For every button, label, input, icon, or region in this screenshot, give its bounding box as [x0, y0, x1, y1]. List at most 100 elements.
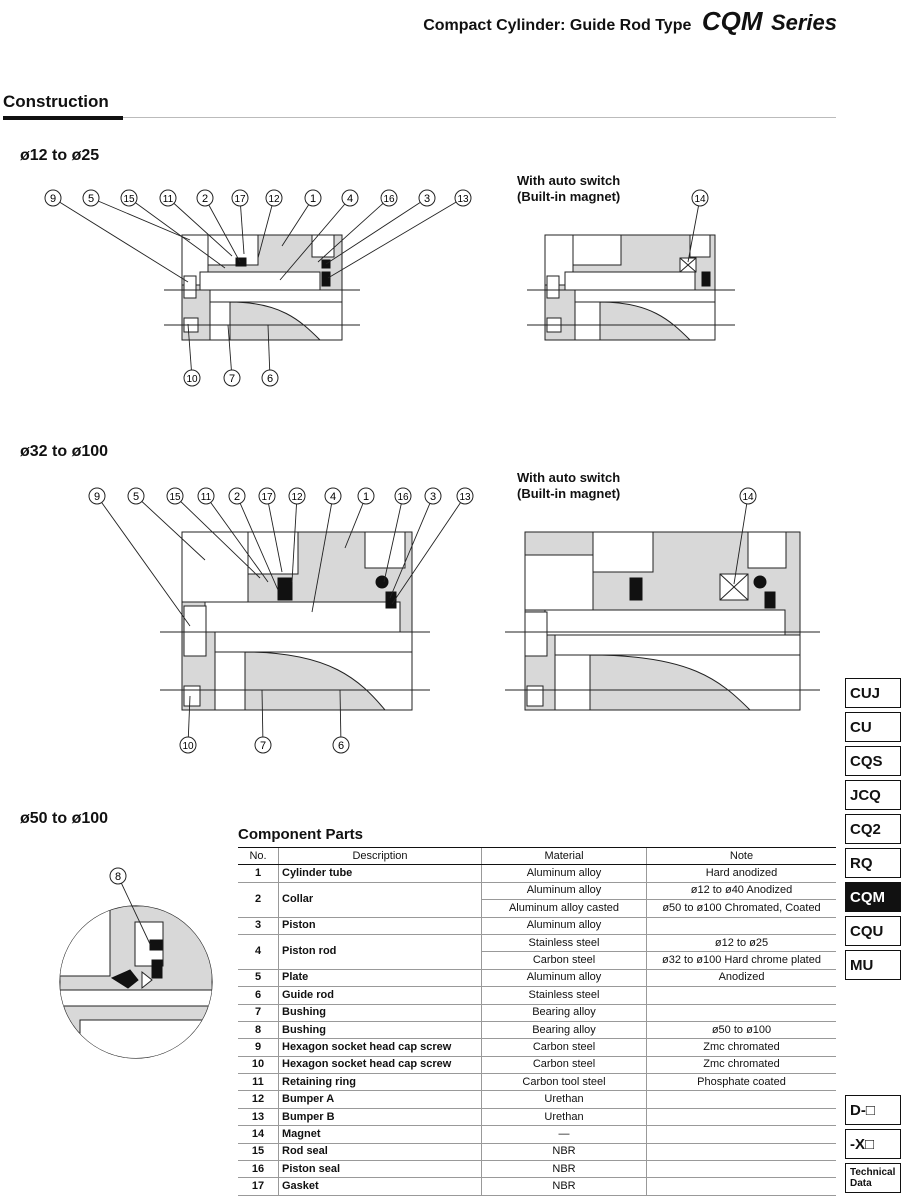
- part-material: —: [481, 1125, 647, 1144]
- tab-rq[interactable]: RQ: [845, 848, 901, 878]
- small-callout-10-label: 10: [186, 374, 198, 385]
- small-cylinder-switch-drawing: [527, 234, 735, 341]
- series-code: CQM: [701, 6, 763, 36]
- part-number: 16: [238, 1160, 279, 1179]
- part-number: 14: [238, 1125, 279, 1144]
- part-note: [646, 986, 836, 1005]
- leader-line: [236, 495, 279, 591]
- detail-callout-8-label: 8: [115, 871, 121, 883]
- small-callout-7-circle: [223, 369, 241, 387]
- small-callout-14-label: 14: [694, 194, 706, 205]
- leader-line: [135, 495, 206, 561]
- tab-mu[interactable]: MU: [845, 950, 901, 980]
- small-callout-15-circle: [120, 189, 138, 207]
- tab-technical-line2: Data: [850, 1178, 872, 1189]
- part-number: 4: [238, 934, 279, 970]
- small-callout-3-circle: [418, 189, 436, 207]
- large-callout-5-label: 5: [133, 491, 139, 503]
- auto-switch-label-large: With auto switch (Built-in magnet): [517, 470, 620, 502]
- part-note: Anodized: [646, 969, 836, 988]
- part-description: Plate: [278, 969, 482, 988]
- header-no: No.: [238, 846, 279, 866]
- large-callout-14-label: 14: [742, 492, 754, 503]
- part-material: Stainless steel: [481, 986, 647, 1005]
- leader-line: [733, 495, 749, 585]
- large-callout-12-label: 12: [291, 492, 303, 503]
- table-header-row: No. Description Material Note: [238, 846, 836, 866]
- leader-line: [344, 495, 367, 549]
- part-description: Gasket: [278, 1177, 482, 1196]
- tab-d-switch[interactable]: D-□: [845, 1095, 901, 1125]
- large-callout-1-circle: [357, 487, 375, 505]
- construction-drawings: .gr{fill:#d8d8d8;stroke:#222;stroke-widt…: [44, 189, 820, 1059]
- detail-callout-8-circle: [109, 867, 127, 885]
- part-note: Zmc chromated: [646, 1056, 836, 1075]
- small-callout-17-circle: [231, 189, 249, 207]
- leader-line: [687, 197, 701, 263]
- part-description: Cylinder tube: [278, 864, 482, 883]
- part-material: Aluminum alloy: [481, 969, 647, 988]
- part-material: Bearing alloy: [481, 1021, 647, 1040]
- leader-line: [128, 197, 226, 269]
- size-label-large: ø32 to ø100: [20, 443, 109, 460]
- tab-cqu[interactable]: CQU: [845, 916, 901, 946]
- header-description: Description: [278, 846, 482, 866]
- part-note: Hard anodized: [646, 864, 836, 883]
- tab-cqm[interactable]: CQM: [845, 882, 901, 912]
- part-description: Hexagon socket head cap screw: [278, 1038, 482, 1057]
- tab-cu[interactable]: CU: [845, 712, 901, 742]
- large-callout-10-label: 10: [182, 741, 194, 752]
- tab-jcq[interactable]: JCQ: [845, 780, 901, 810]
- leader-line: [266, 495, 283, 573]
- large-callout-2-label: 2: [234, 491, 240, 503]
- part-note: ø12 to ø25: [646, 934, 836, 953]
- part-note: ø50 to ø100 Chromated, Coated: [646, 899, 836, 918]
- auto-switch-line2: (Built-in magnet): [517, 189, 621, 204]
- leader-line: [167, 197, 233, 257]
- leader-line: [261, 689, 264, 746]
- large-callout-2-circle: [228, 487, 246, 505]
- tab-cuj[interactable]: CUJ: [845, 678, 901, 708]
- tab-technical-data[interactable]: Technical Data: [845, 1163, 901, 1193]
- part-description: Bumper B: [278, 1108, 482, 1127]
- small-callout-5-circle: [82, 189, 100, 207]
- part-material: Carbon steel: [481, 1038, 647, 1057]
- section-title: Construction: [3, 92, 109, 111]
- leader-line: [96, 495, 191, 627]
- header-subtitle: Compact Cylinder: Guide Rod Type: [423, 17, 692, 34]
- part-note: Phosphate coated: [646, 1073, 836, 1092]
- leader-line: [205, 495, 269, 583]
- leader-line: [327, 197, 464, 279]
- leader-line: [311, 495, 334, 613]
- large-callout-15-label: 15: [169, 492, 181, 503]
- tab-cq2[interactable]: CQ2: [845, 814, 901, 844]
- tab-x-options[interactable]: -X□: [845, 1129, 901, 1159]
- small-callout-6-circle: [261, 369, 279, 387]
- part-material: Aluminum alloy casted: [481, 899, 647, 918]
- part-number: 11: [238, 1073, 279, 1092]
- large-callout-12-circle: [288, 487, 306, 505]
- part-description: Magnet: [278, 1125, 482, 1144]
- part-note: [646, 1160, 836, 1179]
- part-note: ø32 to ø100 Hard chrome plated: [646, 951, 836, 970]
- part-description: Piston rod: [278, 934, 482, 970]
- leader-line: [174, 495, 261, 579]
- part-material: Carbon steel: [481, 1056, 647, 1075]
- small-callout-11-circle: [159, 189, 177, 207]
- auto-switch-line1: With auto switch: [517, 470, 621, 485]
- large-callout-6-circle: [332, 736, 350, 754]
- part-material: Urethan: [481, 1090, 647, 1109]
- tab-cqs[interactable]: CQS: [845, 746, 901, 776]
- small-callout-2-label: 2: [202, 193, 208, 205]
- leader-line: [281, 197, 314, 247]
- part-note: [646, 1090, 836, 1109]
